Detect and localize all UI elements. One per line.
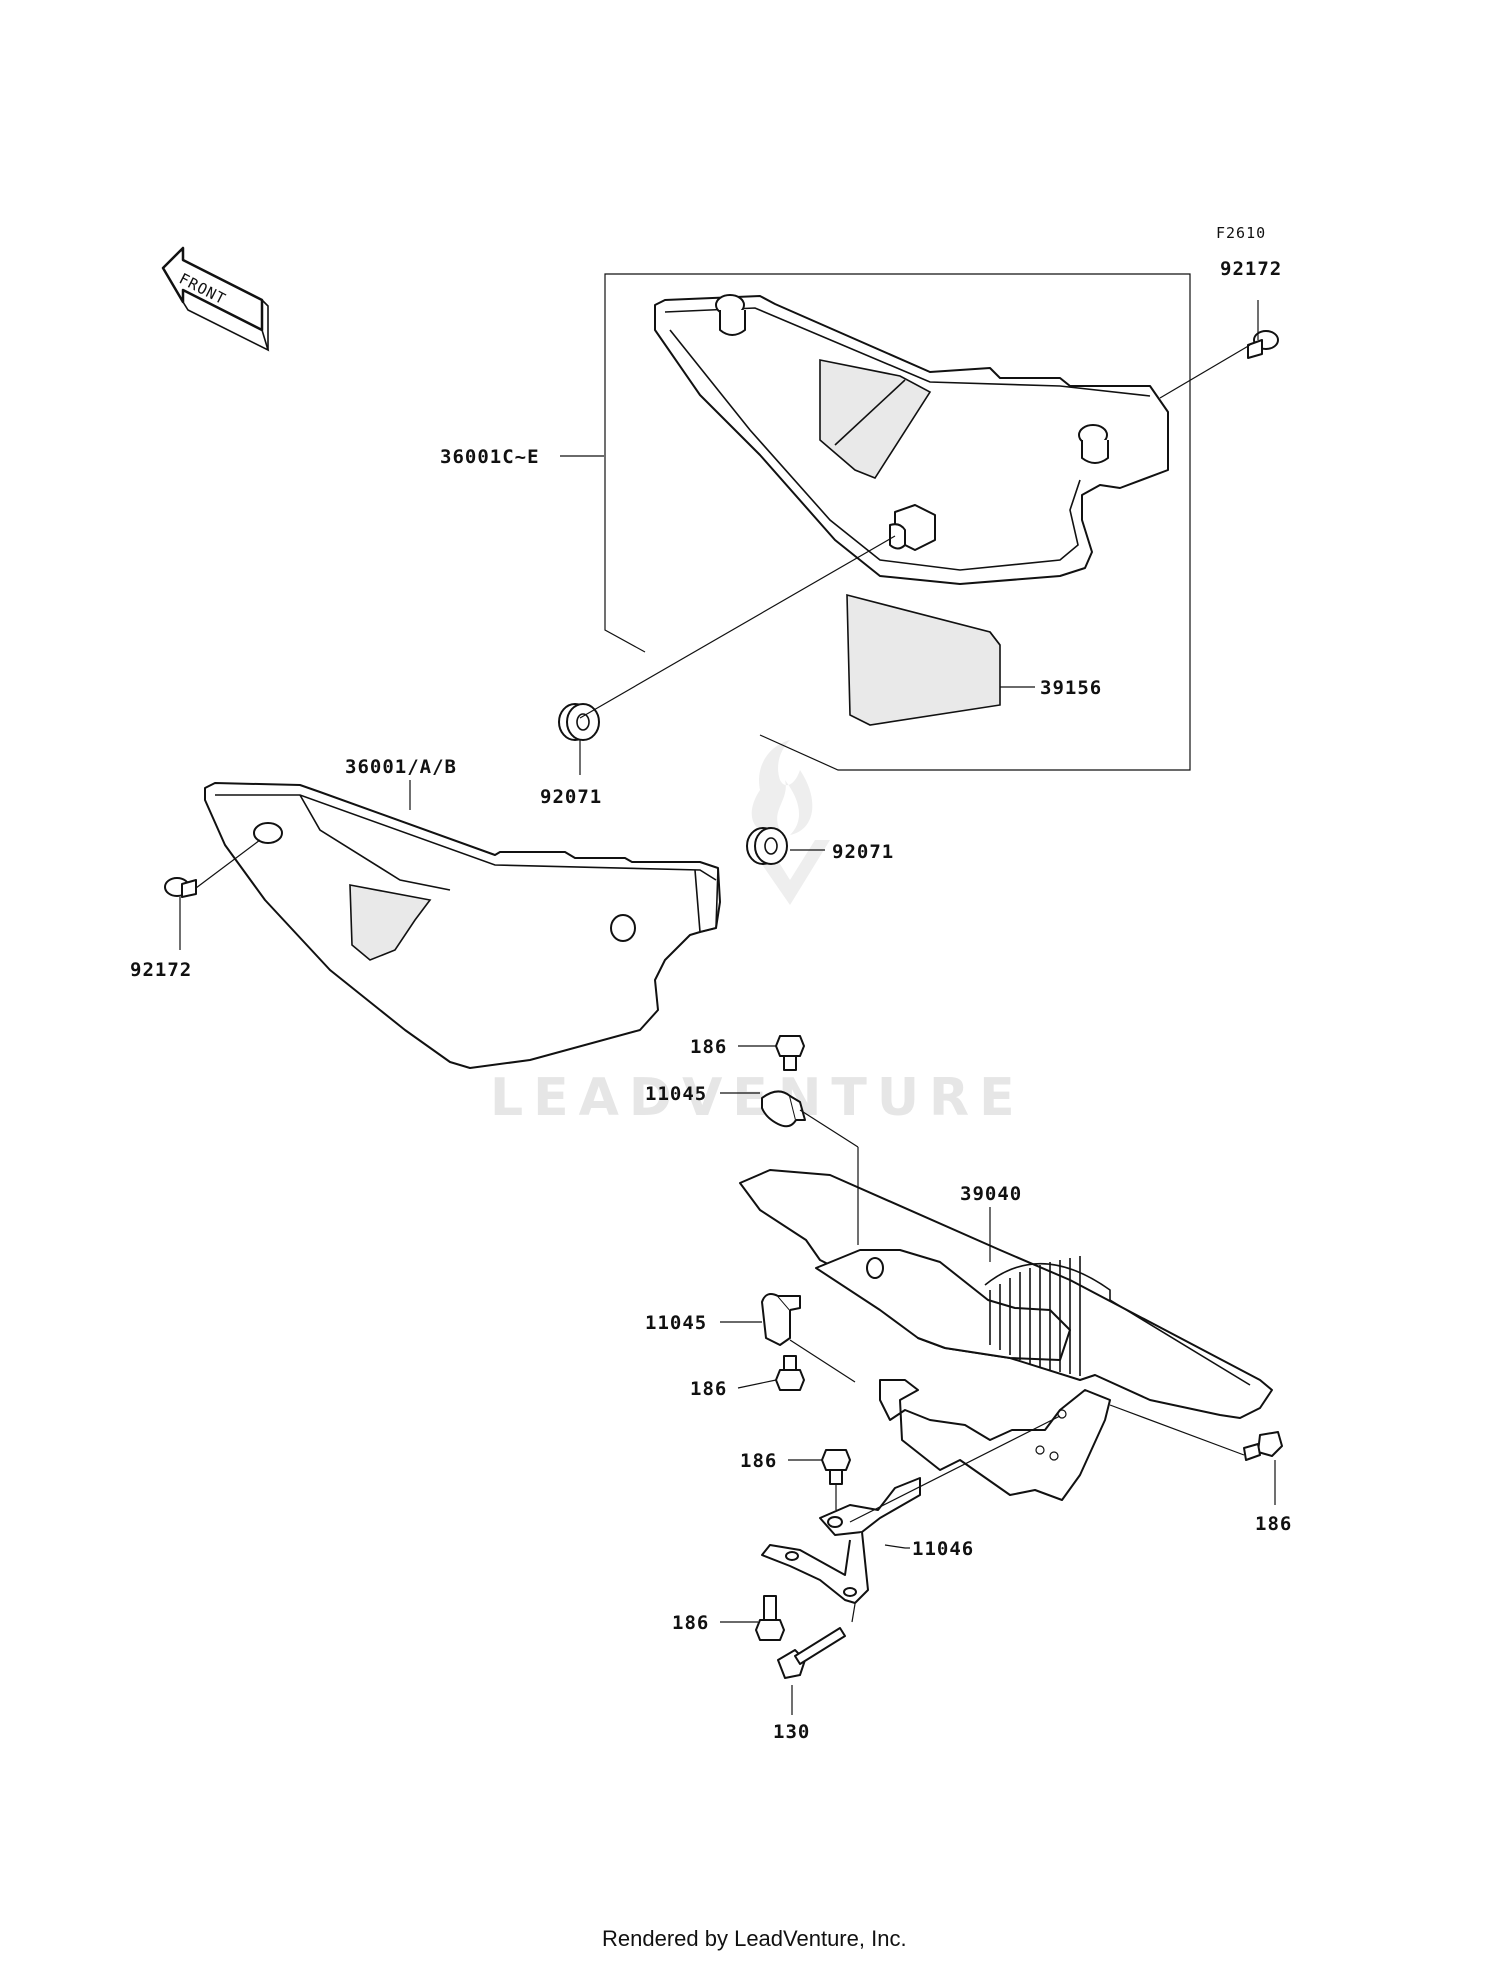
figure-code: F2610 bbox=[1216, 224, 1266, 242]
side-cover-upper bbox=[654, 294, 1169, 585]
bolt-186-a bbox=[775, 1035, 805, 1071]
screw-92172-top bbox=[1247, 330, 1279, 359]
callout-11045-mid: 11045 bbox=[645, 1312, 707, 1334]
callout-186-c: 186 bbox=[740, 1450, 777, 1472]
front-arrow-icon: FRONT bbox=[161, 246, 270, 352]
watermark: LEADVENTURE bbox=[490, 740, 1025, 1128]
upper-cover-group-box bbox=[604, 273, 1191, 771]
grommet-92071-right bbox=[746, 827, 788, 865]
screw-92172-left bbox=[164, 877, 197, 898]
callout-186-right: 186 bbox=[1255, 1513, 1292, 1535]
clamp-11045-mid bbox=[761, 1293, 801, 1346]
footer-credit: Rendered by LeadVenture, Inc. bbox=[602, 1926, 907, 1951]
callout-92071-right: 92071 bbox=[832, 841, 894, 863]
callout-11045-top: 11045 bbox=[645, 1083, 707, 1105]
callout-92172-top: 92172 bbox=[1220, 258, 1282, 280]
side-cover-lower bbox=[204, 782, 721, 1069]
leader-lines bbox=[179, 300, 1276, 1715]
chain-guard-39040 bbox=[739, 1169, 1273, 1501]
label-decal-39156 bbox=[846, 593, 1001, 726]
callout-36001c-e: 36001C~E bbox=[440, 446, 540, 468]
bracket-11046 bbox=[761, 1477, 921, 1604]
bolt-130 bbox=[777, 1627, 846, 1679]
callout-labels: 92172 36001C~E 39156 92071 36001/A/B 920… bbox=[130, 258, 1292, 1743]
callout-130: 130 bbox=[773, 1721, 810, 1743]
clamp-11045-top bbox=[761, 1090, 806, 1128]
callout-36001-a-b: 36001/A/B bbox=[345, 756, 457, 778]
callout-92071-left: 92071 bbox=[540, 786, 602, 808]
grommet-92071-left bbox=[558, 703, 600, 741]
bolt-186-c bbox=[821, 1449, 851, 1485]
callout-186-d: 186 bbox=[672, 1612, 709, 1634]
bolt-186-right bbox=[1243, 1431, 1283, 1461]
callout-186-a: 186 bbox=[690, 1036, 727, 1058]
bolt-186-b bbox=[775, 1355, 805, 1391]
callout-186-b: 186 bbox=[690, 1378, 727, 1400]
callout-39040: 39040 bbox=[960, 1183, 1022, 1205]
callout-11046: 11046 bbox=[912, 1538, 974, 1560]
watermark-text: LEADVENTURE bbox=[490, 1068, 1025, 1128]
callout-92172-left: 92172 bbox=[130, 959, 192, 981]
bolt-186-d bbox=[755, 1595, 785, 1641]
callout-39156: 39156 bbox=[1040, 677, 1102, 699]
